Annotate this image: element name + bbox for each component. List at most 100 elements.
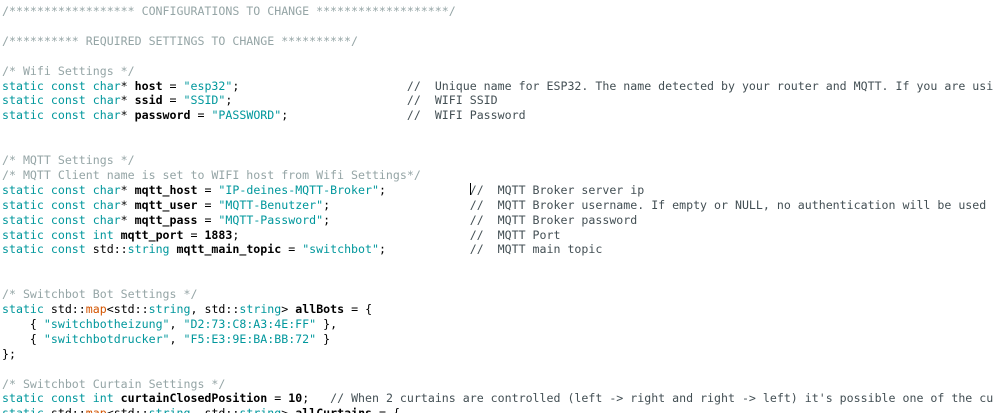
code-token: { [2, 331, 44, 346]
code-token: mqtt_port [120, 227, 184, 242]
code-token: // Unique name for ESP32. The name detec… [406, 78, 994, 93]
code-token: string [239, 302, 282, 317]
code-token [386, 183, 470, 197]
code-token: { [2, 316, 44, 331]
code-token: mqtt_pass [134, 212, 198, 227]
code-token: ; [281, 108, 289, 123]
code-token: static const char [2, 93, 121, 108]
code-token: // When 2 curtains are controlled (left … [330, 391, 994, 406]
code-token: static const char [2, 108, 121, 123]
code-token [288, 108, 407, 122]
code-line[interactable]: static const char* host = "esp32"; // Un… [2, 79, 1007, 94]
code-token: <std:: [107, 406, 149, 413]
code-token: ; [232, 78, 240, 93]
code-token: = { [372, 406, 400, 413]
code-token: * [120, 78, 135, 93]
code-line[interactable]: }; [2, 347, 1007, 362]
code-token: static const [2, 242, 93, 257]
code-line[interactable]: static const int mqtt_port = 1883; // MQ… [2, 228, 1007, 243]
code-token: // MQTT Broker server ip [469, 182, 645, 197]
code-token [330, 198, 470, 212]
code-token: <std:: [106, 302, 149, 317]
code-token: "esp32" [183, 78, 233, 93]
code-token: = [190, 108, 212, 123]
code-token: , std:: [191, 406, 240, 413]
code-token [309, 391, 330, 405]
text-cursor [469, 183, 471, 196]
code-token: string [149, 406, 191, 413]
code-token [239, 228, 469, 242]
code-token: > [281, 302, 296, 317]
code-line[interactable]: static std::map<std::string, std::string… [2, 302, 1007, 317]
code-token: ; [378, 242, 386, 257]
code-token: 1883 [204, 227, 233, 242]
code-token: * [120, 212, 135, 227]
code-line[interactable]: /* Switchbot Bot Settings */ [2, 287, 1007, 302]
code-token: static const int [2, 227, 114, 242]
code-token: string [127, 242, 170, 257]
code-token: static [2, 302, 44, 317]
code-token: ssid [134, 93, 163, 108]
code-token [170, 242, 177, 256]
code-token: std:: [92, 242, 128, 257]
code-token: , [169, 316, 184, 331]
code-token: = [267, 391, 289, 406]
code-line[interactable]: static const char* mqtt_pass = "MQTT-Pas… [2, 213, 1007, 228]
code-line[interactable] [2, 138, 1007, 153]
code-line[interactable] [2, 272, 1007, 287]
code-line[interactable]: static const char* password = "PASSWORD"… [2, 108, 1007, 123]
code-line[interactable]: /********** REQUIRED SETTINGS TO CHANGE … [2, 34, 1007, 49]
code-line[interactable]: /****************** CONFIGURATIONS TO CH… [2, 4, 1007, 19]
code-token: * [120, 108, 135, 123]
code-token: std:: [43, 302, 86, 317]
code-line[interactable] [2, 123, 1007, 138]
code-line[interactable]: /* MQTT Client name is set to WIFI host … [2, 168, 1007, 183]
code-token: /********** REQUIRED SETTINGS TO CHANGE … [2, 33, 358, 48]
code-token: allCurtains [295, 406, 372, 413]
code-token: string [148, 302, 191, 317]
code-line[interactable]: { "switchbotdrucker", "F5:E3:9E:BA:BB:72… [2, 332, 1007, 347]
code-token: static const char [2, 197, 121, 212]
code-line[interactable]: /* MQTT Settings */ [2, 153, 1007, 168]
code-line[interactable]: { "switchbotheizung", "D2:73:C8:A3:4E:FF… [2, 317, 1007, 332]
code-line[interactable]: /* Wifi Settings */ [2, 64, 1007, 79]
code-token: "switchbot" [302, 242, 379, 257]
code-token: "D2:73:C8:A3:4E:FF" [183, 316, 317, 331]
code-token: "PASSWORD" [211, 108, 282, 123]
code-line[interactable] [2, 19, 1007, 34]
code-token: }, [316, 316, 338, 331]
code-token: = [197, 212, 219, 227]
code-token [330, 213, 470, 227]
code-token: "IP-deines-MQTT-Broker" [218, 182, 379, 197]
code-line[interactable]: static const char* mqtt_user = "MQTT-Ben… [2, 198, 1007, 213]
code-line[interactable] [2, 362, 1007, 377]
code-token: /* MQTT Client name is set to WIFI host … [2, 167, 421, 182]
code-token: mqtt_host [134, 182, 198, 197]
code-token: = [197, 182, 219, 197]
code-token [114, 391, 121, 405]
code-token: static const char [2, 78, 121, 93]
code-line[interactable]: static const char* ssid = "SSID"; // WIF… [2, 93, 1007, 108]
code-token: * [120, 197, 135, 212]
code-token: "SSID" [183, 93, 226, 108]
code-line[interactable]: static const std::string mqtt_main_topic… [2, 242, 1007, 257]
code-token: ; [302, 391, 310, 406]
code-line[interactable]: static const char* mqtt_host = "IP-deine… [2, 183, 1007, 198]
code-token: "F5:E3:9E:BA:BB:72" [183, 331, 317, 346]
code-line[interactable] [2, 257, 1007, 272]
code-token: ; [225, 93, 233, 108]
code-token: ; [378, 182, 386, 197]
code-token: /****************** CONFIGURATIONS TO CH… [2, 4, 456, 18]
code-token: mqtt_user [134, 197, 198, 212]
code-line[interactable]: static std::map<std::string, std::string… [2, 406, 1007, 413]
code-token: , std:: [190, 302, 240, 317]
code-token: "MQTT-Password" [218, 212, 324, 227]
code-line[interactable]: static const int curtainClosedPosition =… [2, 391, 1007, 406]
code-token: static const char [2, 212, 121, 227]
code-token: /* Switchbot Bot Settings */ [2, 287, 198, 302]
code-line[interactable]: /* Switchbot Curtain Settings */ [2, 377, 1007, 392]
code-token: * [120, 182, 135, 197]
code-line[interactable] [2, 49, 1007, 64]
